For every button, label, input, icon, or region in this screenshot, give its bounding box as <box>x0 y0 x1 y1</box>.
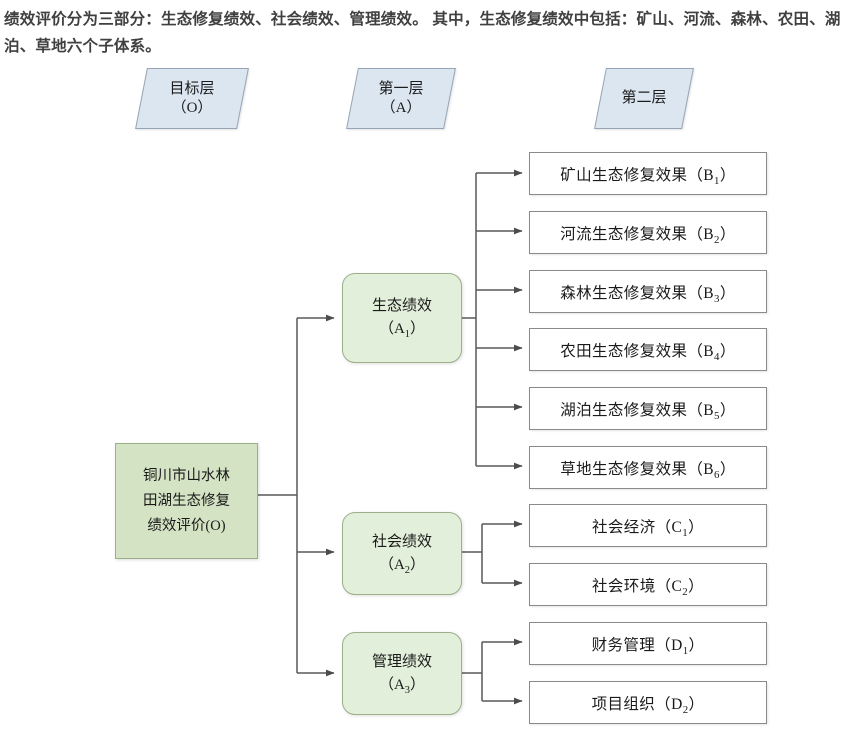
leaf-node-c1[interactable]: 社会经济（C1） <box>529 504 767 547</box>
branch-node-a1-title: 生态绩效 <box>371 298 432 314</box>
root-node-line3: 绩效评价(O) <box>147 517 226 534</box>
root-node[interactable]: 铜川市山水林 田湖生态修复 绩效评价(O) <box>115 443 258 559</box>
layer-header-first-title: 第一层 <box>378 80 424 97</box>
branch-node-a1-code: （A1） <box>378 321 426 340</box>
leaf-node-b5-label: 湖泊生态修复效果（B <box>560 401 715 419</box>
layer-header-goal: 目标层 （O） <box>135 68 249 129</box>
leaf-node-b6[interactable]: 草地生态修复效果（B6） <box>529 446 767 489</box>
layer-header-second-title: 第二层 <box>621 90 667 106</box>
layer-header-goal-code: （O） <box>171 99 213 116</box>
leaf-node-b6-label: 草地生态修复效果（B <box>560 460 715 478</box>
leaf-node-d2[interactable]: 项目组织（D2） <box>529 681 767 724</box>
root-node-line2: 田湖生态修复 <box>143 492 230 509</box>
branch-node-a3-code: （A3） <box>378 676 426 696</box>
branch-node-a2-title: 社会绩效 <box>371 533 432 550</box>
branch-node-a3-title: 管理绩效 <box>371 653 432 670</box>
leaf-node-d1-label: 财务管理（D <box>591 636 683 654</box>
layer-header-second: 第二层 <box>594 68 694 129</box>
branch-node-a2-code: （A2） <box>378 556 426 576</box>
leaf-node-d2-label: 项目组织（D <box>591 695 683 713</box>
root-node-line1: 铜川市山水林 <box>143 467 230 484</box>
leaf-node-b3[interactable]: 森林生态修复效果（B3） <box>529 270 767 313</box>
leaf-node-b4-label: 农田生态修复效果（B <box>560 342 715 360</box>
branch-node-a1[interactable]: 生态绩效 （A1） <box>342 273 462 363</box>
leaf-node-b3-label: 森林生态修复效果（B <box>560 284 715 302</box>
branch-node-a3[interactable]: 管理绩效 （A3） <box>342 632 462 715</box>
branch-node-a2[interactable]: 社会绩效 （A2） <box>342 512 462 595</box>
leaf-node-b5[interactable]: 湖泊生态修复效果（B5） <box>529 387 767 430</box>
layer-header-first: 第一层 （A） <box>346 68 456 129</box>
leaf-node-b1[interactable]: 矿山生态修复效果（B1） <box>529 152 767 195</box>
leaf-node-c2[interactable]: 社会环境（C2） <box>529 563 767 606</box>
leaf-node-c2-label: 社会环境（C <box>592 577 683 595</box>
layer-header-goal-title: 目标层 <box>169 80 215 97</box>
layer-header-first-code: （A） <box>380 99 422 116</box>
leaf-node-d1[interactable]: 财务管理（D1） <box>529 622 767 665</box>
intro-paragraph: 绩效评价分为三部分：生态修复绩效、社会绩效、管理绩效。 其中，生态修复绩效中包括… <box>4 11 841 55</box>
leaf-node-b2-label: 河流生态修复效果（B <box>560 225 715 243</box>
leaf-node-b1-label: 矿山生态修复效果（B <box>560 166 715 184</box>
leaf-node-b2[interactable]: 河流生态修复效果（B2） <box>529 211 767 254</box>
leaf-node-c1-label: 社会经济（C <box>592 518 683 536</box>
leaf-node-b4[interactable]: 农田生态修复效果（B4） <box>529 328 767 371</box>
